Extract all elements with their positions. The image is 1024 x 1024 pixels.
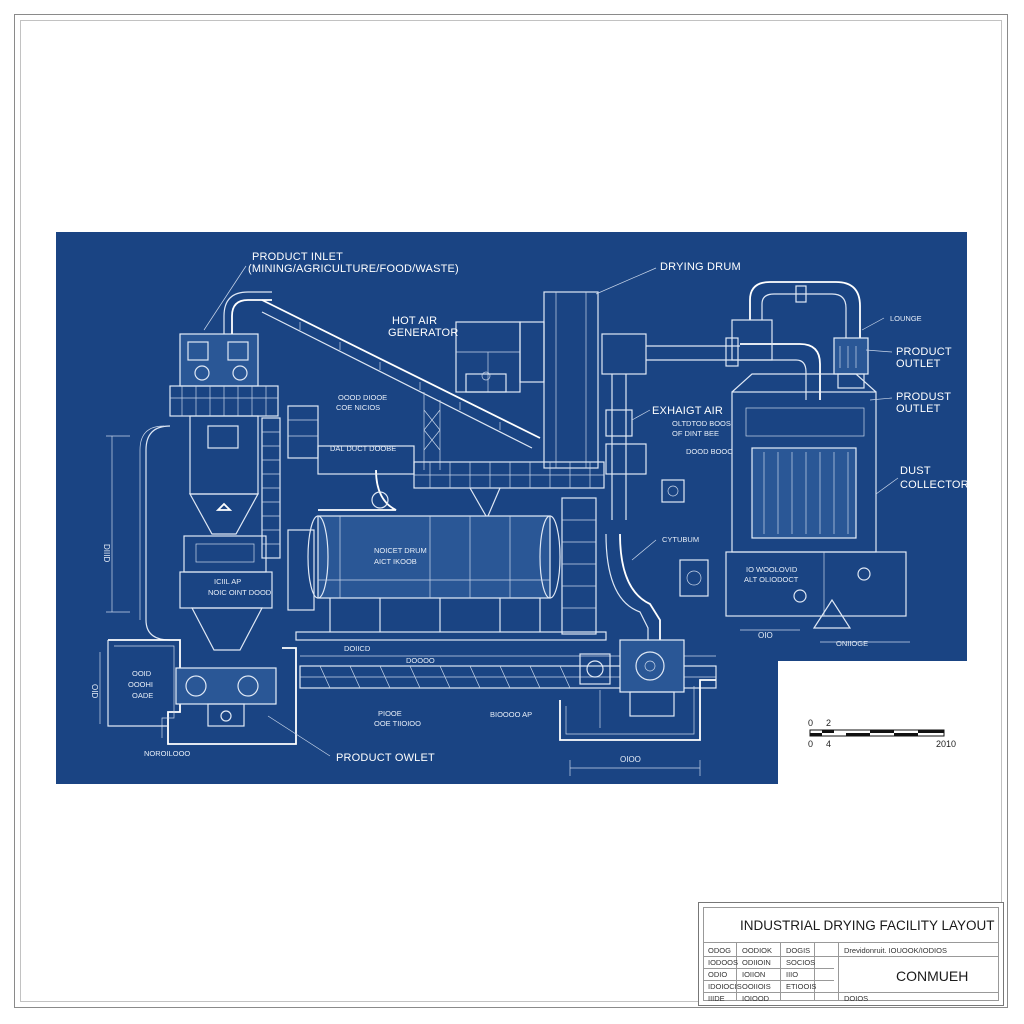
label-small-2: DAL DUCT DOOBE bbox=[330, 444, 396, 453]
inlet-tower bbox=[139, 291, 281, 651]
company-name: CONMUEH bbox=[896, 968, 969, 984]
label-product-outlet-b: PRODUST bbox=[896, 391, 951, 403]
label-small-12: DOOOO bbox=[406, 656, 435, 665]
hot-air-generator bbox=[455, 291, 599, 469]
leader-lines bbox=[203, 265, 899, 757]
tb-r3-c3: IIIO bbox=[786, 970, 799, 979]
dim-bottom: OIOO bbox=[620, 755, 641, 764]
drawing-title: INDUSTRIAL DRYING FACILITY LAYOUT bbox=[740, 918, 995, 933]
label-product-outlet-bottom: PRODUCT OWLET bbox=[336, 752, 435, 764]
dimension-lines bbox=[99, 435, 701, 776]
row-divider-3 bbox=[704, 980, 834, 981]
label-small-9a: PIOOE bbox=[378, 709, 402, 718]
col-divider-2 bbox=[780, 942, 781, 1000]
row-divider-2 bbox=[704, 968, 834, 969]
tb-r2-c1: IODOOS bbox=[708, 958, 739, 967]
label-small-7b: OOOHI bbox=[128, 680, 153, 689]
tb-r1-c3: DOGIS bbox=[786, 946, 811, 955]
label-small-1a: OOOD DIOOE bbox=[338, 393, 387, 402]
drying-drum bbox=[295, 461, 607, 641]
label-small-10: BIOOOO AP bbox=[490, 710, 532, 719]
tb-r4-c3: ETIOOIS bbox=[786, 982, 817, 991]
label-small-6b: ALT OLIODOCT bbox=[744, 575, 799, 584]
scale-tick-0-top: 0 bbox=[808, 718, 813, 728]
col-divider-4 bbox=[838, 942, 839, 1000]
title-divider bbox=[704, 942, 998, 943]
dust-collector bbox=[725, 373, 910, 643]
tb-r4-c2: OOIIOIS bbox=[742, 982, 771, 991]
label-small-9b: OOE TIIOIOO bbox=[374, 719, 421, 728]
dim-dust-collector: OIO bbox=[758, 631, 773, 640]
label-small-11: DOIICD bbox=[344, 644, 371, 653]
label-drum: NOICET DRUM bbox=[374, 546, 427, 555]
scale-bar: 0 2 0 4 2010 bbox=[808, 718, 956, 749]
label-hot-air-generator: GENERATOR bbox=[388, 327, 458, 339]
scale-tick-4: 4 bbox=[826, 739, 831, 749]
cyclone bbox=[605, 479, 709, 640]
tb-r2-c3: SOCIOS bbox=[786, 958, 816, 967]
label-small-4b: OF DINT BEE bbox=[672, 429, 719, 438]
title-block-inner: INDUSTRIAL DRYING FACILITY LAYOUT ODOG O… bbox=[703, 907, 999, 1003]
row-divider-1 bbox=[704, 956, 998, 957]
dim-left-2: OID bbox=[90, 684, 99, 698]
col-divider-3 bbox=[814, 942, 815, 1000]
label-dust: DUST bbox=[900, 465, 931, 477]
label-exhaust-air: EXHAIGT AIR bbox=[652, 405, 723, 417]
drawing-inner-border bbox=[20, 20, 1002, 1002]
tb-r3-c2: IOIION bbox=[742, 970, 766, 979]
tb-r3-c1: ODIO bbox=[708, 970, 728, 979]
tb-r1-c1: ODOG bbox=[708, 946, 731, 955]
label-small-3b: NOIC OINT DOOD bbox=[208, 588, 272, 597]
tb-r1-c2: OODIOK bbox=[742, 946, 773, 955]
label-small-5: DOOD BOOC bbox=[686, 447, 733, 456]
label-drying-drum: DRYING DRUM bbox=[660, 261, 741, 273]
drawing-border bbox=[14, 14, 1008, 1008]
label-small-13: ONIIOGE bbox=[836, 639, 868, 648]
exhaust-duct bbox=[601, 333, 821, 520]
label-product-inlet-sub: (MINING/AGRICULTURE/FOOD/WASTE) bbox=[248, 263, 459, 275]
mid-left-structure bbox=[287, 405, 415, 611]
scale-tick-end: 2010 bbox=[936, 739, 956, 749]
label-small-8: NOROILOOO bbox=[144, 749, 190, 758]
col-divider-1 bbox=[736, 942, 737, 1000]
label-small-4a: OLTDTOD BOOS bbox=[672, 419, 731, 428]
dim-left: DIIID bbox=[102, 544, 111, 562]
tb-r2-c2: ODIIOIN bbox=[742, 958, 771, 967]
tb-r1-c4: Drevidonruit. IOUOOK/IODIOS bbox=[844, 946, 947, 955]
label-small-1b: COE NICIOS bbox=[336, 403, 380, 412]
label-small-7c: OADE bbox=[132, 691, 153, 700]
left-pit bbox=[107, 639, 297, 745]
label-small-3a: ICIIL AP bbox=[214, 577, 241, 586]
label-product-outlet-a: PRODUCT bbox=[896, 346, 952, 358]
right-pit bbox=[559, 639, 716, 741]
scale-tick-2: 2 bbox=[826, 718, 831, 728]
label-hot-air: HOT AIR bbox=[392, 315, 437, 327]
label-product-outlet-a2: OUTLET bbox=[896, 358, 941, 370]
label-product-outlet-b2: OUTLET bbox=[896, 403, 941, 415]
label-small-7a: OOID bbox=[132, 669, 152, 678]
tb-r4-c1: IDOIOCIS bbox=[708, 982, 742, 991]
blueprint-sheet bbox=[56, 232, 967, 784]
label-drum-2: AICT IKOOB bbox=[374, 557, 417, 566]
label-product-inlet: PRODUCT INLET bbox=[252, 251, 343, 263]
label-dust-collector: COLLECTOR bbox=[900, 479, 969, 491]
label-lounge: LOUNGE bbox=[890, 314, 922, 323]
title-block: INDUSTRIAL DRYING FACILITY LAYOUT ODOG O… bbox=[698, 902, 1004, 1006]
inclined-conveyor bbox=[261, 299, 541, 470]
outlet-pipe-loop bbox=[731, 281, 869, 389]
row-divider-4 bbox=[704, 992, 998, 993]
tb-r5-c4: DOIOS bbox=[844, 994, 869, 1003]
tb-r5-c2: IOIOOD bbox=[742, 994, 770, 1003]
label-small-6a: IO WOOLOVID bbox=[746, 565, 798, 574]
label-cyclone: CYTUBUM bbox=[662, 535, 699, 544]
tb-r5-c1: IIIDE bbox=[708, 994, 725, 1003]
scale-tick-0-bottom: 0 bbox=[808, 739, 813, 749]
